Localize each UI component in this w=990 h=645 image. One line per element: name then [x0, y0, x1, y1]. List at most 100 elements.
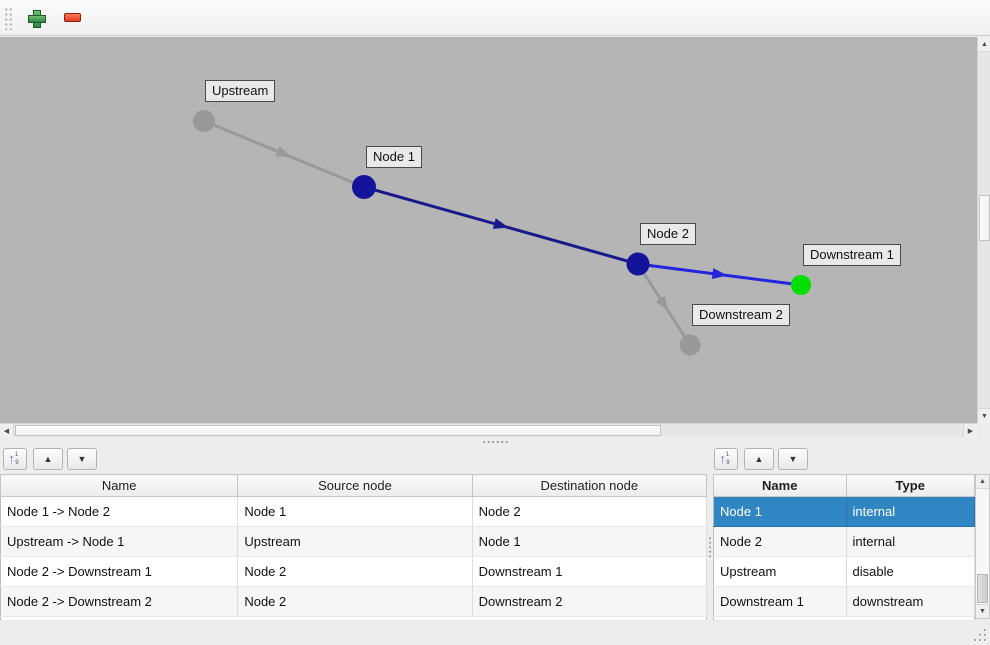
- sort-top-mark: 1: [725, 452, 730, 458]
- down-triangle-icon: ▼: [77, 454, 87, 464]
- edges-move-up-button[interactable]: ▲: [33, 448, 63, 470]
- node-label-downstream2[interactable]: Downstream 2: [692, 304, 790, 326]
- edges-sort-button[interactable]: ↑1 9: [3, 448, 27, 470]
- vertical-scroll-thumb[interactable]: [979, 195, 990, 241]
- edge-cell[interactable]: Node 2 -> Downstream 2: [0, 586, 239, 617]
- left-arrow-icon: ◀: [3, 427, 10, 435]
- node-label-upstream[interactable]: Upstream: [205, 80, 276, 102]
- right-arrow-icon: ▶: [967, 427, 974, 435]
- sort-icon: ↑: [719, 450, 726, 466]
- node-label-downstream1[interactable]: Downstream 1: [803, 244, 901, 266]
- node-column-header-type[interactable]: Type: [845, 474, 975, 497]
- horizontal-scroll-thumb[interactable]: [15, 425, 661, 436]
- up-triangle-icon: ▲: [43, 454, 53, 464]
- sort-bottom-mark: 9: [15, 460, 19, 466]
- node-label-node1[interactable]: Node 1: [366, 146, 422, 168]
- canvas-vertical-scrollbar[interactable]: ▲ ▼: [977, 37, 990, 423]
- nodes-table-scrollbar[interactable]: ▲ ▼: [975, 474, 990, 619]
- nodes-move-up-button[interactable]: ▲: [744, 448, 774, 470]
- edge-cell[interactable]: Downstream 2: [472, 586, 708, 617]
- node-column-header-name[interactable]: Name: [713, 474, 847, 497]
- node-empty-filler: [713, 616, 975, 621]
- pane-splitter[interactable]: [0, 437, 990, 447]
- edge-column-header-destination-node[interactable]: Destination node: [471, 474, 708, 497]
- node-upstream[interactable]: [193, 110, 215, 132]
- node-cell[interactable]: Upstream: [713, 556, 847, 587]
- sort-top-mark: 1: [14, 452, 19, 458]
- edge-cell[interactable]: Node 2 -> Downstream 1: [0, 556, 239, 587]
- nodes-sort-button[interactable]: ↑1 9: [714, 448, 738, 470]
- scroll-right-button[interactable]: ▶: [963, 424, 977, 437]
- edge-cell[interactable]: Node 2: [237, 586, 473, 617]
- node-cell[interactable]: downstream: [846, 586, 975, 617]
- main-toolbar: [0, 0, 990, 36]
- node-cell[interactable]: disable: [846, 556, 975, 587]
- up-arrow-icon: ▲: [981, 40, 988, 48]
- add-plus-icon: [28, 9, 46, 28]
- edge-arrow-icon: [492, 218, 509, 229]
- toolbar-grip[interactable]: [3, 5, 12, 30]
- canvas-horizontal-scrollbar[interactable]: ◀ ▶: [0, 423, 977, 437]
- up-triangle-icon: ▲: [754, 454, 764, 464]
- remove-minus-icon: [63, 13, 81, 22]
- scroll-down-button[interactable]: ▼: [976, 604, 989, 618]
- scroll-left-button[interactable]: ◀: [0, 424, 14, 437]
- window-resize-grip[interactable]: [973, 628, 987, 642]
- down-arrow-icon: ▼: [981, 412, 988, 420]
- splitter-grip-icon: [482, 440, 508, 444]
- edge-cell[interactable]: Node 1: [237, 496, 473, 527]
- edge-cell[interactable]: Upstream: [237, 526, 473, 557]
- scroll-up-button[interactable]: ▲: [976, 475, 989, 489]
- node-cell[interactable]: Node 2: [713, 526, 847, 557]
- edge-cell[interactable]: Node 1: [472, 526, 708, 557]
- scroll-down-button[interactable]: ▼: [978, 408, 990, 423]
- node-cell[interactable]: Node 1: [713, 496, 847, 527]
- edge-cell[interactable]: Node 1 -> Node 2: [0, 496, 239, 527]
- node-node2[interactable]: [626, 252, 650, 276]
- node-cell[interactable]: internal: [846, 496, 975, 527]
- edge-column-header-source-node[interactable]: Source node: [237, 474, 473, 497]
- edge-arrow-icon: [711, 268, 728, 280]
- edge-cell[interactable]: Node 2: [237, 556, 473, 587]
- edge-arrow-icon: [655, 295, 669, 312]
- nodes-move-down-button[interactable]: ▼: [778, 448, 808, 470]
- table-splitter[interactable]: [707, 474, 713, 620]
- edge-column-header-name[interactable]: Name: [0, 474, 239, 497]
- edge-cell[interactable]: Upstream -> Node 1: [0, 526, 239, 557]
- edge-arrow-icon: [275, 146, 292, 158]
- node-cell[interactable]: Downstream 1: [713, 586, 847, 617]
- node-label-node2[interactable]: Node 2: [640, 223, 696, 245]
- scrollbar-corner: [977, 423, 990, 437]
- scroll-up-button[interactable]: ▲: [978, 37, 990, 52]
- sort-icon: ↑: [8, 450, 15, 466]
- splitter-grip-icon: [708, 536, 712, 558]
- edge-empty-filler: [0, 616, 707, 621]
- remove-button[interactable]: [58, 4, 86, 32]
- up-arrow-icon: ▲: [979, 478, 986, 485]
- add-button[interactable]: [22, 4, 50, 32]
- node-downstream2[interactable]: [679, 334, 701, 356]
- down-arrow-icon: ▼: [979, 608, 986, 615]
- node-node1[interactable]: [352, 175, 376, 199]
- node-downstream1[interactable]: [791, 275, 811, 295]
- nodes-scroll-thumb[interactable]: [977, 574, 988, 603]
- edges-move-down-button[interactable]: ▼: [67, 448, 97, 470]
- node-cell[interactable]: internal: [846, 526, 975, 557]
- sort-bottom-mark: 9: [726, 460, 730, 466]
- edge-cell[interactable]: Node 2: [472, 496, 708, 527]
- edge-cell[interactable]: Downstream 1: [472, 556, 708, 587]
